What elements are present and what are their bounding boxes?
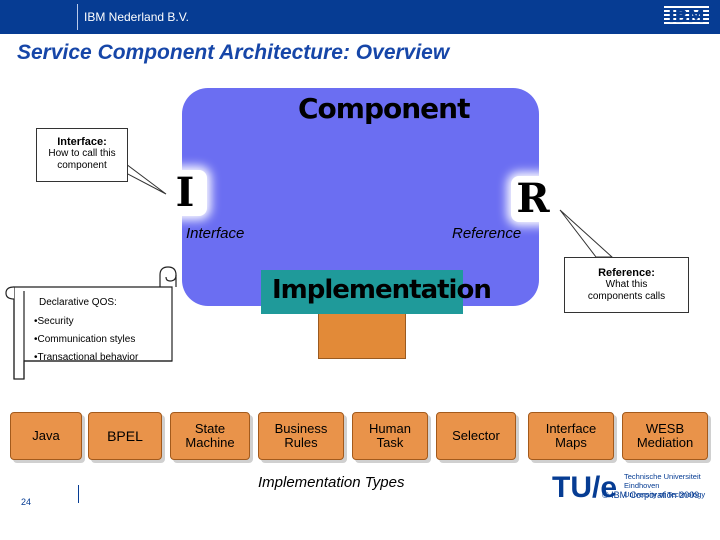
copyright: © IBM Corporation 2009 [602,490,700,500]
svg-text:University of Technology: University of Technology [624,490,705,499]
company-name: IBM Nederland B.V. [84,10,189,24]
qos-title: Declarative QOS: [39,297,117,308]
implementation-types-label: Implementation Types [258,474,405,491]
interface-label: Interface [186,225,245,242]
interface-callout: Interface: How to call this component [36,128,128,182]
qos-item-transactional: •Transactional behavior [34,352,139,363]
tue-logo: TU/e Technische Universiteit Eindhoven U… [552,471,705,503]
component-box [182,88,539,306]
interface-icon: I [163,170,207,216]
reference-icon: R [511,176,555,222]
ibm-logo: IBM [664,6,709,26]
qos-item-security: •Security [34,316,74,327]
reference-label: Reference [452,225,522,242]
svg-text:TU/e: TU/e [552,471,617,503]
qos-item-communication: •Communication styles [34,334,136,345]
footer-divider [78,485,79,503]
component-title: Component [298,92,470,125]
svg-text:Eindhoven: Eindhoven [624,481,659,490]
implementation-stem [318,314,406,359]
interface-letter: I [175,169,195,216]
interface-callout-line2: component [57,160,107,171]
implementation-title: Implementation [272,275,492,305]
page-number: 24 [21,497,32,507]
type-java: Java [10,412,82,460]
reference-letter: R [516,175,550,222]
reference-callout-line2: components calls [587,291,666,302]
header-divider [77,4,78,30]
interface-callout-line1: How to call this [48,148,116,159]
interface-callout-heading: Interface: [57,136,107,148]
svg-text:Technische Universiteit: Technische Universiteit [624,472,702,481]
reference-callout-pointer [559,209,614,258]
page-title: Service Component Architecture: Overview [17,41,450,64]
qos-scroll [5,266,177,380]
reference-callout-line1: What this [605,279,648,290]
type-selector: Selector [436,412,516,460]
implementation-box [261,270,463,314]
type-bpel: BPEL [88,412,162,460]
reference-callout-heading: Reference: [598,267,655,279]
header-bar: IBM Nederland B.V. IBM [0,0,720,34]
reference-callout: Reference: What this components calls [564,257,689,313]
svg-text:IBM: IBM [668,7,704,26]
